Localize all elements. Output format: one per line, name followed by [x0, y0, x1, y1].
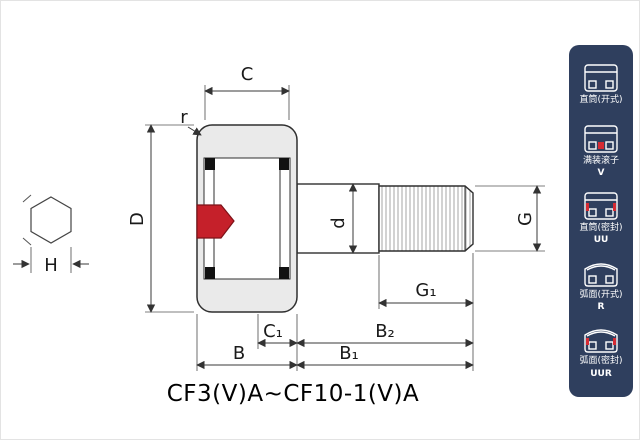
- dim-label-C1: C₁: [263, 321, 283, 342]
- legend-item-straight-open: 直筒(开式): [579, 63, 623, 111]
- legend-label: 直筒(开式): [579, 95, 623, 106]
- straight-sealed-bearing-icon: [584, 192, 618, 220]
- hexagon-end-view: [30, 196, 72, 244]
- dim-label-B1: B₁: [339, 343, 359, 364]
- legend-item-crowned-open: 弧面(开式) R: [579, 258, 623, 312]
- legend-label: 直筒(密封): [579, 222, 623, 233]
- full-complement-roller-icon: [584, 125, 618, 153]
- part-number-title: CF3(V)A~CF10-1(V)A: [166, 381, 420, 407]
- legend-item-straight-sealed: 直筒(密封) UU: [579, 191, 623, 246]
- legend-label: 弧面(开式): [579, 289, 623, 300]
- legend-label: 满装滚子: [582, 156, 619, 167]
- red-seal-mark: [586, 202, 589, 211]
- seal-square: [205, 267, 215, 279]
- dim-label-D: D: [127, 212, 148, 226]
- seal-square: [279, 158, 289, 170]
- crowned-sealed-bearing-icon: [584, 329, 618, 353]
- dim-label-d: d: [328, 217, 349, 228]
- dim-label-r: r: [180, 107, 188, 128]
- legend-code: UUR: [590, 368, 612, 379]
- stud-thread: [378, 185, 474, 252]
- bearing-type-legend: 直筒(开式) 满装滚子 V: [569, 45, 633, 397]
- legend-code: UU: [593, 235, 609, 246]
- red-seal-mark: [586, 338, 589, 346]
- dim-label-B2: B₂: [375, 321, 395, 342]
- dim-label-H: H: [44, 255, 58, 276]
- hex-socket: [196, 204, 235, 239]
- dim-label-B: B: [233, 343, 245, 364]
- seal-square: [279, 267, 289, 279]
- legend-code: V: [597, 168, 605, 179]
- seal-square: [205, 158, 215, 170]
- legend-code: R: [597, 301, 605, 312]
- legend-item-full-complement: 满装滚子 V: [581, 124, 621, 178]
- straight-open-bearing-icon: [584, 64, 618, 93]
- red-roller-mark: [598, 142, 604, 150]
- red-seal-mark: [613, 338, 616, 346]
- hex-tick-mark: [22, 237, 32, 246]
- stud-shank: [296, 183, 380, 254]
- legend-label: 弧面(密封): [579, 356, 623, 367]
- dim-label-C: C: [241, 64, 254, 85]
- crowned-open-bearing-icon: [584, 262, 618, 287]
- red-seal-mark: [613, 202, 616, 211]
- dim-label-G: G: [515, 212, 536, 226]
- legend-item-crowned-sealed: 弧面(密封) UUR: [579, 324, 623, 379]
- hex-tick-mark: [22, 194, 32, 203]
- dim-label-G1: G₁: [415, 280, 436, 301]
- dimension-lines: [13, 86, 542, 370]
